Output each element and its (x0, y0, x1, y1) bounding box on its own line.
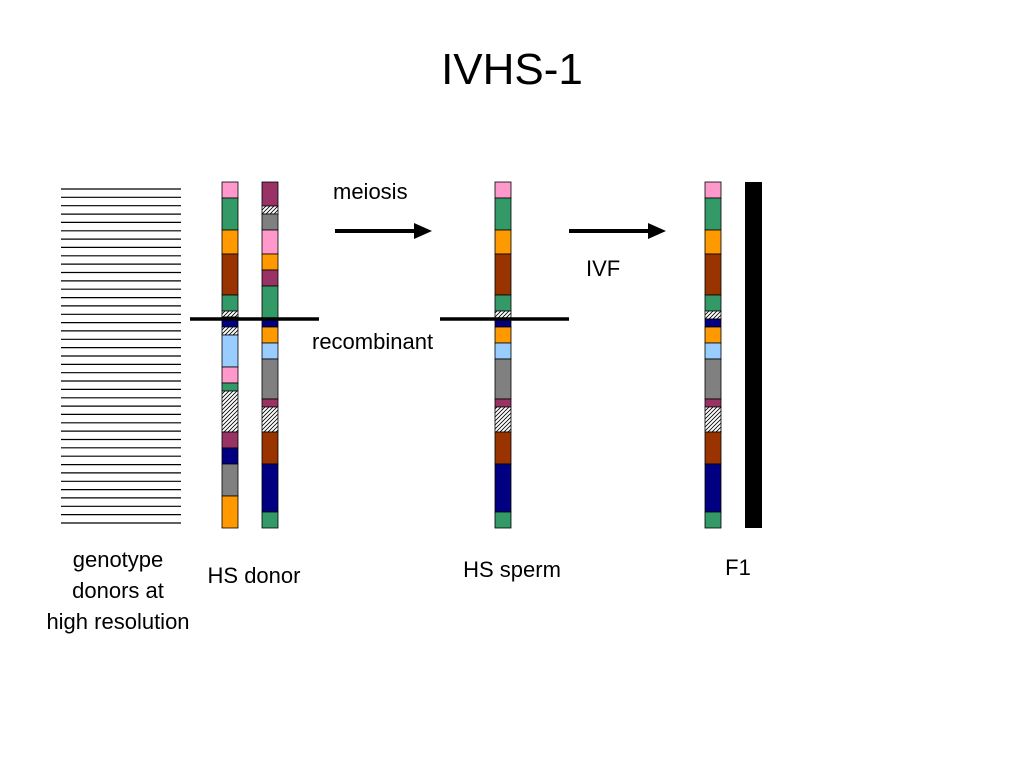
chromosome-segment-grey (261, 358, 279, 400)
chromosome-segment-green (494, 294, 512, 312)
chromosome-segment-pink (221, 366, 239, 384)
chromosome-segment-navy (261, 463, 279, 513)
chromosome-segment-green (221, 197, 239, 231)
meiosis-arrow (335, 223, 432, 239)
chromosome-segment-plum (261, 398, 279, 408)
chromosome-segment-pink (261, 229, 279, 255)
f1-black-chromosome (745, 182, 762, 528)
hs-donor-label: HS donor (207, 563, 301, 588)
ivf-label: IVF (586, 256, 621, 281)
chromosome-segment-plum (261, 269, 279, 287)
f1-label: F1 (725, 555, 751, 580)
chromosome-segment-orange (261, 326, 279, 344)
genotype-label-line: high resolution (46, 609, 190, 634)
chromosome-segment-brown (704, 253, 722, 296)
chromosome-segment-hatched (221, 310, 239, 318)
chromosome-segment-orange (494, 229, 512, 255)
chromosome-segment-lightblue (494, 342, 512, 360)
ivf-arrow (569, 223, 666, 239)
chromosome-segment-brown (221, 253, 239, 296)
genotype-label-line: donors at (72, 578, 164, 603)
chromosome-segment-green (494, 511, 512, 529)
recombinant-label: recombinant (312, 329, 434, 354)
chromosome-segment-brown (494, 253, 512, 296)
chromosome-segment-plum (221, 431, 239, 449)
page-title: IVHS-1 (441, 45, 583, 94)
donor-chromosome-2 (261, 181, 279, 529)
chromosome-segment-green (261, 511, 279, 529)
chromosome-segment-orange (704, 326, 722, 344)
chromosome-segment-green (221, 294, 239, 312)
chromosome-segment-grey (221, 463, 239, 497)
chromosome-segment-navy (704, 463, 722, 513)
chromosome-segment-hatched (494, 406, 512, 433)
chromosome-segment-pink (494, 181, 512, 199)
sperm-chromosome (494, 181, 512, 529)
chromosome-segment-hatched (261, 406, 279, 433)
chromosome-segment-green (704, 511, 722, 529)
chromosome-segment-pink (704, 181, 722, 199)
chromosome-segment-lightblue (704, 342, 722, 360)
chromosome-segment-plum (704, 398, 722, 408)
genotype-donors-label: genotype donors at high resolution (28, 544, 208, 637)
chromosome-segment-brown (704, 431, 722, 465)
chromosome-segment-brown (494, 431, 512, 465)
chromosome-segment-black (745, 182, 762, 528)
chromosome-segment-orange (494, 326, 512, 344)
chromosome-segment-green (494, 197, 512, 231)
chromosome-segment-grey (704, 358, 722, 400)
chromosome-segment-orange (261, 253, 279, 271)
meiosis-label: meiosis (333, 179, 408, 204)
chromosome-segment-navy (221, 447, 239, 465)
chromosome-segment-navy (494, 463, 512, 513)
chromosome-segment-lightblue (261, 342, 279, 360)
f1-chromosome (704, 181, 722, 529)
chromosome-segment-green (704, 197, 722, 231)
chromosome-segment-plum (261, 181, 279, 207)
chromosome-segment-orange (221, 229, 239, 255)
chromosome-segment-hatched (221, 326, 239, 336)
chromosome-segment-hatched (704, 310, 722, 320)
donor-chromosome-1 (221, 181, 239, 529)
chromosome-segment-green (704, 294, 722, 312)
chromosome-segment-hatched (704, 406, 722, 433)
chromosome-segment-orange (221, 495, 239, 529)
chromosome-segment-navy (704, 318, 722, 328)
chromosome-segment-plum (494, 398, 512, 408)
genotype-marker-lines (61, 188, 181, 524)
chromosome-segment-orange (704, 229, 722, 255)
genotype-label-line: genotype (72, 547, 164, 572)
chromosome-segment-green (221, 382, 239, 392)
chromosome-segment-green (261, 285, 279, 320)
chromosome-segment-hatched (221, 390, 239, 433)
chromosome-segment-grey (494, 358, 512, 400)
hs-sperm-label: HS sperm (463, 557, 561, 582)
chromosome-segment-lightblue (221, 334, 239, 368)
chromosome-segment-grey (261, 213, 279, 231)
chromosome-segment-pink (221, 181, 239, 199)
chromosome-segment-brown (261, 431, 279, 465)
chromosome-segment-hatched (261, 205, 279, 215)
